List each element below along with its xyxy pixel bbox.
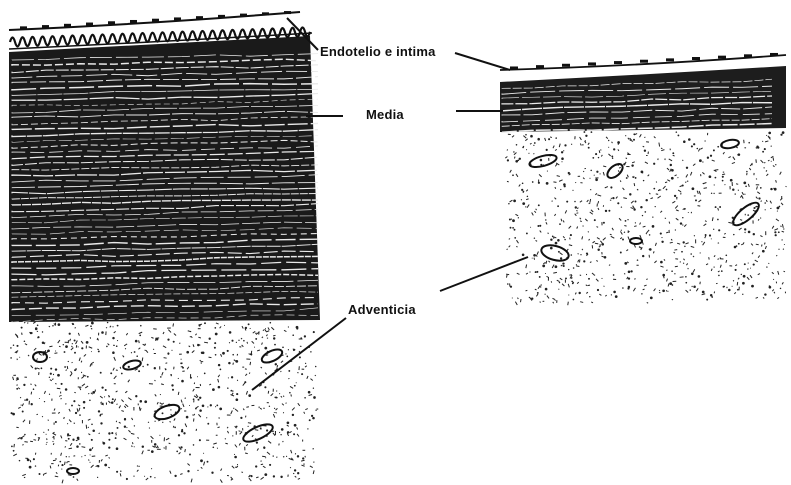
artery-adventitia-layer xyxy=(8,318,320,483)
leader-endothelium-right xyxy=(455,53,510,70)
vein-adventitia-layer xyxy=(503,128,788,305)
artery-wall-section xyxy=(8,11,320,483)
label-endothelium-intima: Endotelio e intima xyxy=(320,44,436,59)
label-media: Media xyxy=(366,107,404,122)
artery-media-layer xyxy=(9,36,320,322)
vein-wall-section xyxy=(500,53,788,305)
vein-intima-layer xyxy=(500,53,786,70)
label-adventitia: Adventicia xyxy=(348,302,416,317)
vein-media-layer xyxy=(500,66,786,132)
